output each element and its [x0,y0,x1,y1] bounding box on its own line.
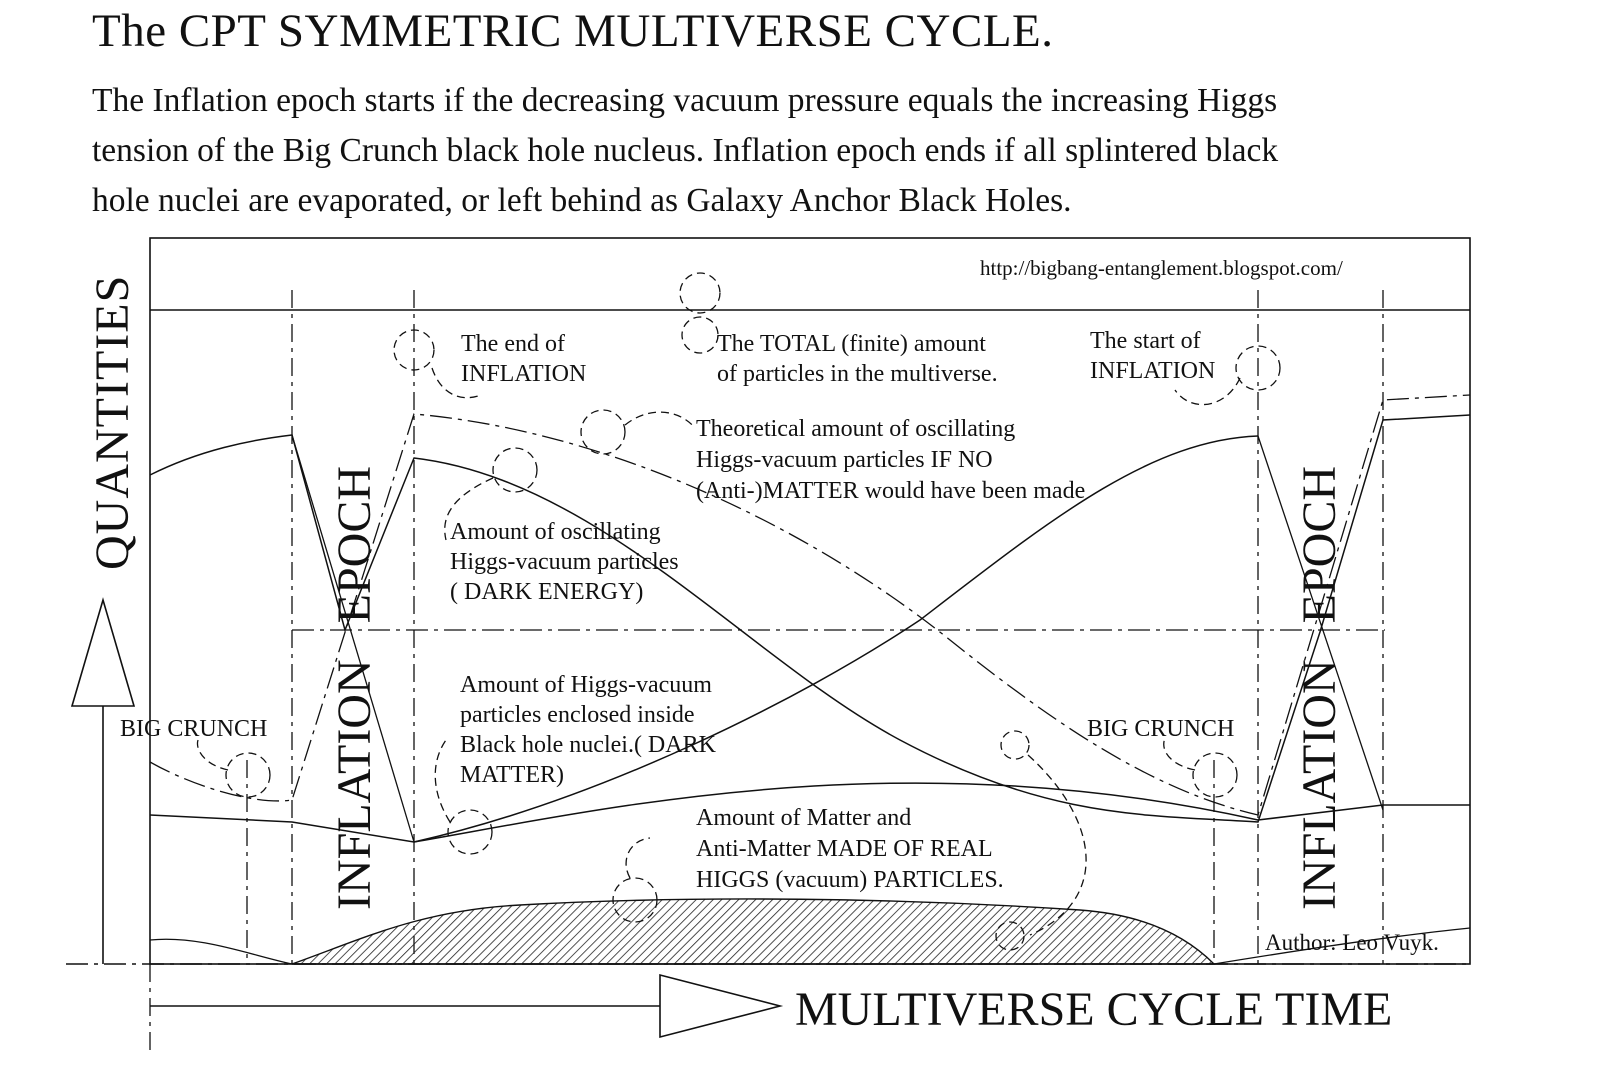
x-axis-label: MULTIVERSE CYCLE TIME [795,983,1392,1036]
label-big-crunch-right: BIG CRUNCH [1087,716,1234,742]
epoch-cross-lines [291,434,1384,843]
time-arrow-icon [150,973,784,1039]
description-line: The Inflation epoch starts if the decrea… [92,82,1278,119]
source-url: http://bigbang-entanglement.blogspot.com… [980,256,1343,280]
description: The Inflation epoch starts if the decrea… [92,76,1512,226]
label-author: Author: Leo Vuyk. [1265,930,1439,955]
matter-edge-right [1213,927,1471,965]
description-line: tension of the Big Crunch black hole nuc… [92,132,1279,169]
epoch-label-right: INFLATION EPOCH [1293,466,1346,910]
matter-edge-left [149,938,293,965]
dark-energy-curve [149,414,1471,823]
label-big-crunch-left: BIG CRUNCH [120,716,267,742]
dark-matter-curve [149,782,1470,843]
epoch-label-left: INFLATION EPOCH [328,466,381,910]
callout-markers [196,272,1281,951]
rising-curve [413,435,1259,843]
y-axis-label: QUANTITIES [86,275,139,570]
quantities-arrow-icon [70,597,136,964]
epoch-boundaries [149,290,1384,1050]
page-title: The CPT SYMMETRIC MULTIVERSE CYCLE. [92,5,1054,57]
matter-area [291,898,1216,965]
description-line: hole nuclei are evaporated, or left behi… [92,182,1072,219]
theoretical-curve [149,394,1471,816]
